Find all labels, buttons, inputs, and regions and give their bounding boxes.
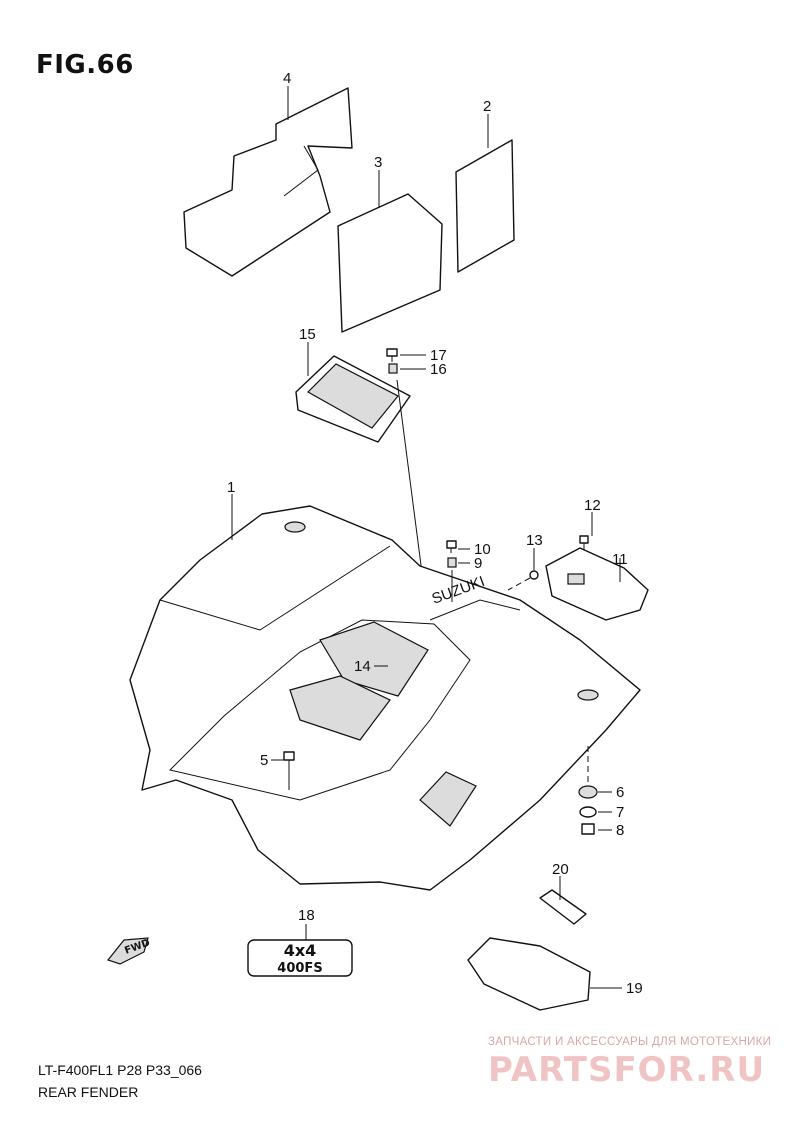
model-code: LT-F400FL1 P28 P33_066 (38, 1062, 202, 1078)
part-label-11: 11 (612, 551, 628, 568)
part-label-7: 7 (616, 804, 624, 821)
part-16-nut[interactable] (388, 363, 398, 374)
part-6-grommet[interactable] (578, 785, 598, 799)
part-label-10: 10 (474, 541, 491, 558)
part-9-nut[interactable] (447, 557, 457, 568)
part-15-box[interactable] (295, 355, 411, 443)
watermark-logo: PARTSFOR.RU (488, 1050, 766, 1090)
part-20-tube[interactable] (539, 889, 587, 925)
leader-lines (231, 86, 622, 989)
part-label-9: 9 (474, 555, 482, 572)
part-label-17: 17 (430, 347, 447, 364)
part-18-emblem[interactable]: 4x4 400FS (247, 939, 353, 977)
part-8-bolt[interactable] (581, 823, 595, 835)
part-1-rear-fender[interactable] (129, 505, 641, 891)
part-label-15: 15 (299, 326, 316, 343)
part-label-16: 16 (430, 361, 447, 378)
emblem-line-2: 400FS (277, 961, 322, 976)
part-label-3: 3 (374, 154, 382, 171)
part-label-6: 6 (616, 784, 624, 801)
part-label-4: 4 (283, 70, 291, 87)
emblem-line-1: 4x4 (284, 941, 317, 960)
part-label-8: 8 (616, 822, 624, 839)
part-12-screw[interactable] (579, 535, 589, 550)
part-13-washer[interactable] (529, 570, 539, 580)
part-11-bracket[interactable] (545, 547, 649, 621)
part-label-14: 14 (354, 658, 371, 675)
part-2-panel[interactable] (455, 139, 515, 273)
assembly-line-13 (507, 577, 531, 591)
part-17-bolt[interactable] (386, 348, 398, 362)
part-5-bolt[interactable] (283, 751, 295, 790)
part-label-2: 2 (483, 98, 491, 115)
part-19-mat[interactable] (467, 937, 591, 1011)
watermark-tagline: ЗАПЧАСТИ И АКСЕССУАРЫ ДЛЯ МОТОТЕХНИКИ (488, 1036, 772, 1048)
part-label-20: 20 (552, 861, 569, 878)
part-label-13: 13 (526, 532, 543, 549)
part-label-5: 5 (260, 752, 268, 769)
section-name: REAR FENDER (38, 1084, 139, 1100)
part-7-collar[interactable] (579, 806, 597, 818)
part-label-1: 1 (227, 479, 235, 496)
fwd-arrow-icon: FWD (106, 937, 152, 965)
part-10-screw[interactable] (446, 540, 457, 553)
part-label-12: 12 (584, 497, 601, 514)
part-3-panel[interactable] (337, 193, 443, 333)
part-4-decal[interactable] (183, 87, 353, 277)
part-label-18: 18 (298, 907, 315, 924)
figure-title: FIG.66 (36, 50, 134, 80)
part-label-19: 19 (626, 980, 643, 997)
